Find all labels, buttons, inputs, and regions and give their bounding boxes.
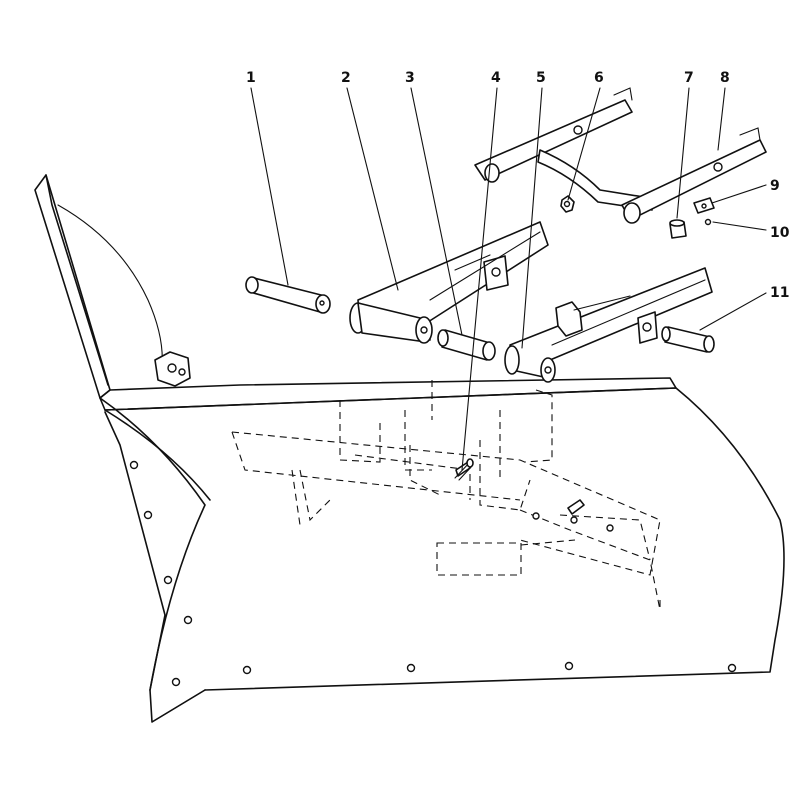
callout-2: 2 [341, 70, 351, 86]
part-10-small-pin [704, 218, 712, 226]
part-9-washer-plate [693, 197, 715, 214]
callout-4: 4 [491, 70, 501, 86]
callout-6: 6 [594, 70, 604, 86]
callout-1: 1 [246, 70, 256, 86]
part-7-bushing [669, 219, 687, 239]
callout-11: 11 [770, 285, 789, 301]
blade-bolt-holes [129, 460, 737, 687]
part-5-right-arm [504, 267, 713, 383]
callout-3: 3 [405, 70, 415, 86]
part-4-cotter-pin [454, 458, 474, 481]
hidden-mount-bracket [231, 380, 661, 612]
callout-9: 9 [770, 178, 780, 194]
callout-8: 8 [720, 70, 730, 86]
part-8-a-frame [474, 87, 767, 224]
part-6-nut [560, 195, 575, 213]
callout-numbers: 1 2 3 4 5 6 7 8 9 10 11 [246, 70, 790, 301]
part-11-pin [661, 326, 715, 353]
callout-5: 5 [536, 70, 546, 86]
part-3-pin [437, 329, 496, 361]
leader-lines [250, 87, 767, 471]
part-2-left-arm [349, 221, 549, 344]
plow-blade [34, 174, 785, 723]
callout-7: 7 [684, 70, 694, 86]
callout-10: 10 [770, 225, 790, 241]
part-1-pin [245, 276, 331, 314]
